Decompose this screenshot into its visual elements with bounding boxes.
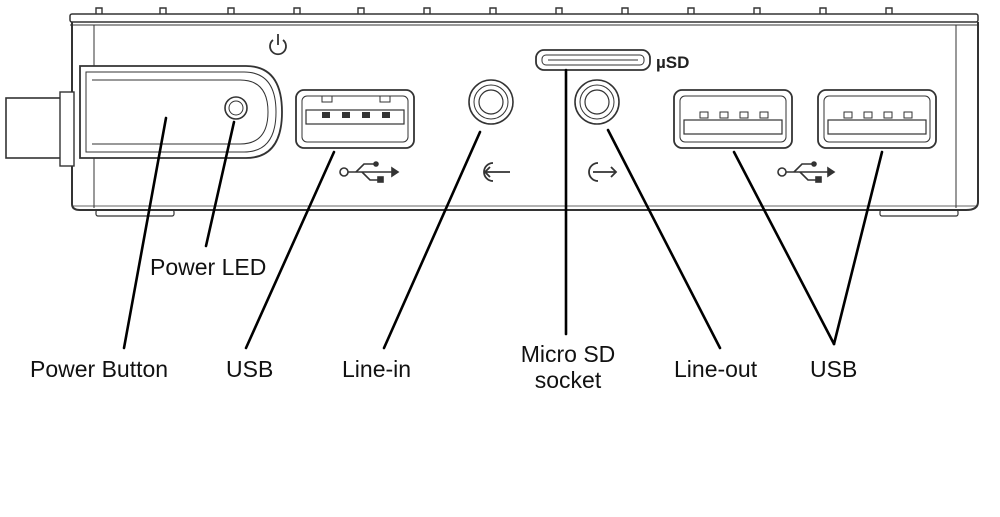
leader-usb-right-1	[732, 150, 836, 346]
leader-line-out	[606, 128, 722, 350]
usb-port-left	[295, 89, 415, 149]
leader-usb-right-2	[832, 150, 884, 346]
label-line-in: Line-in	[342, 356, 412, 382]
usb-port-right-2	[817, 89, 937, 149]
line-out-jack	[574, 79, 620, 125]
line-out-icon	[588, 162, 618, 182]
line-in-icon	[483, 162, 510, 182]
microsd-slot	[535, 49, 651, 71]
label-usb-left: USB	[226, 356, 274, 382]
usb-port-right-1	[673, 89, 793, 149]
top-vents	[95, 7, 893, 14]
leader-lines	[122, 68, 884, 350]
usb-symbol-icon-right	[777, 161, 836, 183]
label-microsd-line2: socket	[534, 367, 602, 393]
leader-power-button	[122, 116, 168, 350]
power-button-assembly	[5, 65, 283, 167]
leader-usb-left	[244, 150, 336, 350]
leader-line-in	[382, 130, 482, 350]
leader-power-led	[204, 120, 236, 248]
label-power-button: Power Button	[30, 356, 169, 382]
power-led	[224, 96, 248, 120]
label-usb-right: USB	[810, 356, 858, 382]
label-microsd-socket: Micro SD socket	[510, 341, 626, 393]
label-power-led: Power LED	[150, 254, 267, 280]
chassis	[69, 13, 979, 217]
label-line-out: Line-out	[674, 356, 758, 382]
microsd-marking: µSD	[656, 53, 689, 72]
label-microsd-line1: Micro SD	[520, 341, 616, 367]
line-in-jack	[468, 79, 514, 125]
usb-symbol-icon	[339, 161, 400, 183]
power-symbol-icon	[269, 34, 287, 56]
